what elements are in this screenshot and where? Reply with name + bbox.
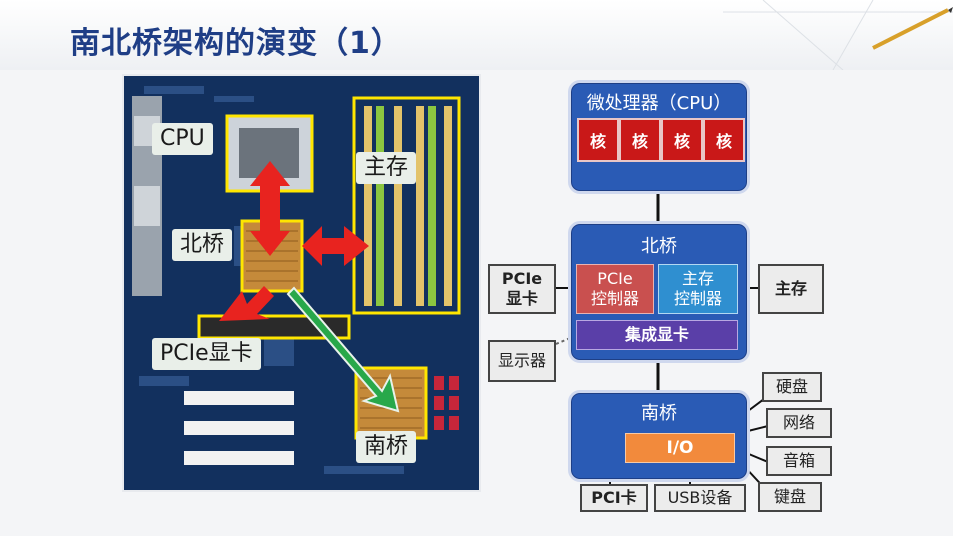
southbridge-arrow <box>286 286 400 413</box>
south-bridge-block: 南桥 I/O <box>568 390 750 482</box>
cpu-block-title: 微处理器（CPU） <box>586 93 732 114</box>
keyboard-box: 键盘 <box>758 482 822 512</box>
pcie-arrow <box>219 286 274 321</box>
slide-title: 南北桥架构的演变（1） <box>70 26 402 61</box>
cpu-northbridge-arrow <box>250 161 290 256</box>
memory-arrow <box>314 226 369 266</box>
main-memory-box: 主存 <box>758 264 824 314</box>
north-bridge-title: 北桥 <box>641 236 677 257</box>
motherboard-photo: CPU 主存 北桥 PCIe显卡 南桥 <box>122 74 481 492</box>
motherboard-drawing <box>124 76 479 490</box>
integrated-graphics: 集成显卡 <box>576 320 738 350</box>
cpu-core: 核 <box>619 118 661 162</box>
io-controller: I/O <box>625 433 735 463</box>
board-label-pcie-card: PCIe显卡 <box>152 338 261 370</box>
usb-device-box: USB设备 <box>654 484 746 512</box>
cpu-core: 核 <box>703 118 745 162</box>
board-label-main-memory: 主存 <box>356 152 417 184</box>
south-bridge-title: 南桥 <box>641 403 677 424</box>
board-label-south-bridge: 南桥 <box>356 431 417 463</box>
cpu-core: 核 <box>577 118 619 162</box>
pcie-card-box: PCIe 显卡 <box>488 264 556 314</box>
cpu-block: 微处理器（CPU） 核 核 核 核 <box>568 80 750 194</box>
board-label-cpu: CPU <box>152 123 213 155</box>
pci-card-box: PCI卡 <box>580 484 648 512</box>
network-box: 网络 <box>766 408 832 438</box>
board-label-north-bridge: 北桥 <box>172 229 233 261</box>
north-bridge-block: 北桥 PCIe 控制器 主存 控制器 集成显卡 <box>568 221 750 363</box>
memory-controller: 主存 控制器 <box>658 264 738 314</box>
speaker-box: 音箱 <box>766 446 832 476</box>
hard-disk-box: 硬盘 <box>762 372 822 402</box>
pencil-sketch-decoration <box>723 0 953 70</box>
cpu-core: 核 <box>661 118 703 162</box>
display-box: 显示器 <box>488 340 556 382</box>
pcie-controller: PCIe 控制器 <box>576 264 654 314</box>
